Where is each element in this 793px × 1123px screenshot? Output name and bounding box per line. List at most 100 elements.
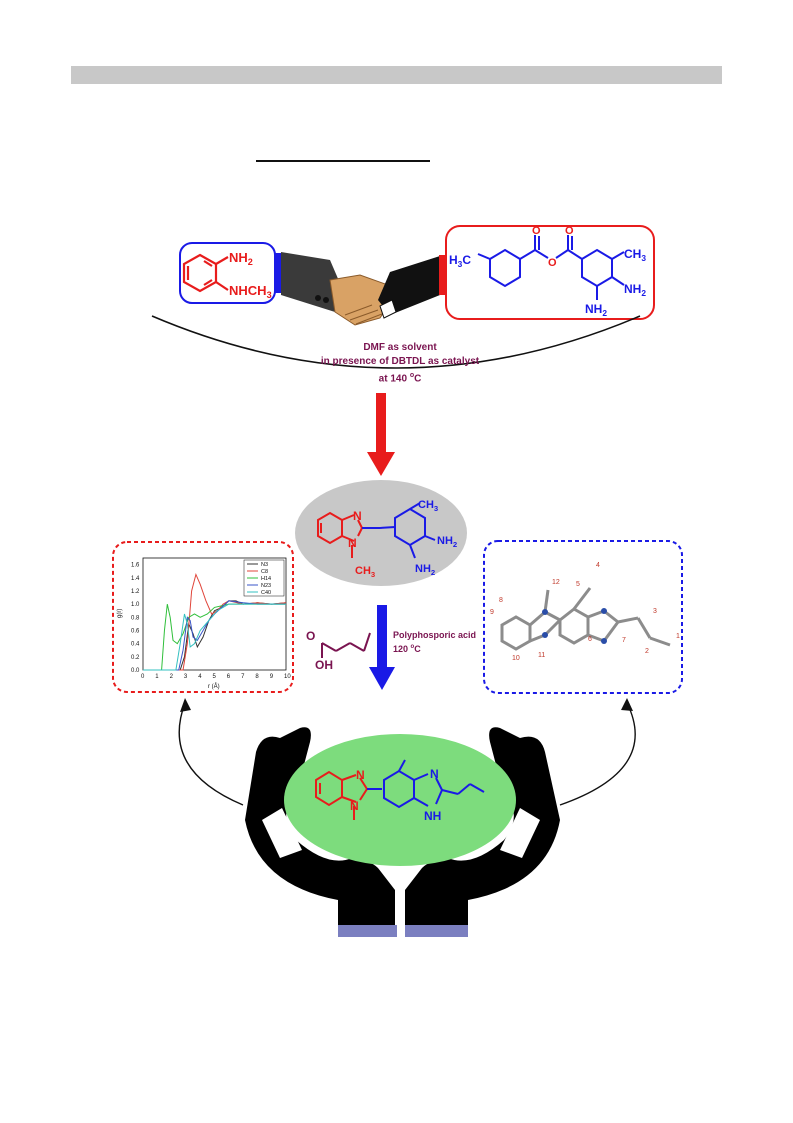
svg-text:11: 11: [538, 652, 545, 659]
rdf-plot-frame: [142, 557, 287, 671]
svg-text:1: 1: [676, 633, 680, 640]
right-molecule: [477, 235, 625, 300]
crystal-atoms: [542, 608, 607, 644]
rdf-y-tick-label: 1.2: [131, 589, 140, 595]
svg-text:5: 5: [576, 581, 580, 588]
ester-o: O: [548, 257, 557, 269]
intermediate-ch3-n: CH3: [355, 565, 375, 579]
rdf-x-tick-label: 6: [227, 674, 231, 680]
rdf-legend-label: N23: [261, 583, 271, 589]
header-bar: [71, 66, 722, 84]
acid-oh: OH: [315, 658, 333, 672]
polyphosporic-label: Polyphosporic acid: [393, 630, 477, 640]
rdf-y-tick-label: 1.6: [131, 563, 140, 569]
carbonyl-o-1: O: [532, 225, 541, 237]
rdf-x-tick-label: 2: [170, 674, 174, 680]
left-wrist-band: [338, 925, 397, 937]
rdf-x-tick-label: 8: [255, 674, 259, 680]
rdf-y-tick-label: 0.4: [131, 642, 140, 648]
rdf-legend-label: H14: [261, 576, 271, 582]
svg-text:9: 9: [490, 609, 494, 616]
red-arrow-shaft: [376, 393, 386, 453]
condition-line-1: DMF as solvent: [363, 342, 437, 353]
svg-text:6: 6: [588, 636, 592, 643]
right-reactant-box: [445, 225, 655, 320]
rdf-box: [112, 541, 294, 693]
curved-arrow-left: [178, 702, 244, 806]
carbonyl-o-2: O: [565, 225, 574, 237]
intermediate-molecule: [317, 502, 436, 559]
intermediate-ch3-ring: CH3: [418, 499, 438, 513]
rdf-xlabel: r (Å): [208, 683, 220, 690]
h3c-label: H3C: [449, 253, 471, 269]
condition-unit: C: [414, 373, 422, 385]
rdf-legend-label: C8: [261, 569, 268, 575]
rdf-legend-label: C40: [261, 590, 271, 596]
rdf-series-line-n23: [143, 600, 286, 671]
rdf-x-tick-label: 1: [155, 674, 159, 680]
crystal-number-labels: 12 4 5 8 9 10 11 6 7 3 2 1: [490, 562, 680, 662]
right-sleeve: [378, 256, 440, 315]
left-nh2-label: NH2: [229, 250, 253, 267]
svg-text:4: 4: [596, 562, 600, 569]
product-molecule: [315, 759, 485, 820]
svg-text:7: 7: [622, 637, 626, 644]
left-benzene-ring: [182, 253, 229, 293]
rdf-x-tick-label: 10: [284, 674, 291, 680]
intermediate-nh2-1: NH2: [437, 535, 457, 549]
intermediate-nh2-2: NH2: [415, 563, 435, 577]
handshake-icon: [275, 252, 446, 326]
temp-unit: C: [414, 644, 421, 654]
blue-arrow-head: [369, 667, 395, 690]
condition-line-3: at 140 oC: [250, 370, 550, 385]
condition-deg: o: [409, 372, 415, 379]
rdf-x-tick-label: 0: [141, 674, 145, 680]
reaction-arc: [151, 315, 641, 369]
butyric-acid: [321, 632, 371, 658]
rdf-y-tick-label: 1.4: [131, 576, 140, 582]
rdf-legend-label: N3: [261, 562, 268, 568]
product-ellipse: [284, 734, 516, 866]
intermediate-n-upper: N: [353, 509, 362, 523]
left-nhch3-label: NHCH3: [229, 283, 272, 300]
left-sleeve: [281, 252, 345, 312]
intermediate-n-lower: N: [348, 536, 357, 550]
svg-text:2: 2: [645, 648, 649, 655]
rdf-y-tick-label: 0.8: [131, 615, 140, 621]
temp-value: 120: [393, 644, 409, 654]
ch3-label-right: CH3: [624, 247, 646, 263]
rdf-x-tick-label: 5: [213, 674, 217, 680]
rdf-ylabel: g(r): [117, 609, 123, 618]
acid-o: O: [306, 629, 315, 643]
product-n-red-2: N: [350, 799, 359, 813]
svg-text:12: 12: [552, 579, 560, 586]
svg-text:8: 8: [499, 597, 503, 604]
crystal-structure: [500, 587, 671, 651]
right-cuff-red: [439, 255, 446, 295]
temp-deg: o: [410, 644, 415, 650]
nh2-label-right-2: NH2: [585, 302, 607, 318]
product-nh: NH: [424, 809, 441, 823]
left-cuff-blue: [275, 253, 281, 293]
rdf-y-tick-label: 0.6: [131, 628, 140, 634]
product-n-blue: N: [430, 767, 439, 781]
nh2-label-right-1: NH2: [624, 282, 646, 298]
hands-icon: [245, 727, 560, 935]
rdf-y-tick-label: 0.0: [131, 668, 140, 674]
svg-text:3: 3: [653, 608, 657, 615]
condition-temp: at 140: [378, 373, 408, 385]
rdf-x-tick-label: 7: [241, 674, 245, 680]
rdf-y-tick-label: 0.2: [131, 655, 140, 661]
crystal-box: [483, 540, 683, 694]
rdf-series-line-c40: [143, 603, 286, 671]
rdf-y-tick-label: 1.0: [131, 602, 140, 608]
product-n-red-1: N: [356, 768, 365, 782]
rdf-x-tick-label: 3: [184, 674, 188, 680]
condition-line-2: in presence of DBTDL as catalyst: [320, 356, 480, 367]
right-wrist-band: [405, 925, 468, 937]
rdf-x-tick-label: 4: [198, 674, 202, 680]
curved-arrow-right: [559, 702, 636, 806]
rdf-x-tick-label: 9: [270, 674, 274, 680]
